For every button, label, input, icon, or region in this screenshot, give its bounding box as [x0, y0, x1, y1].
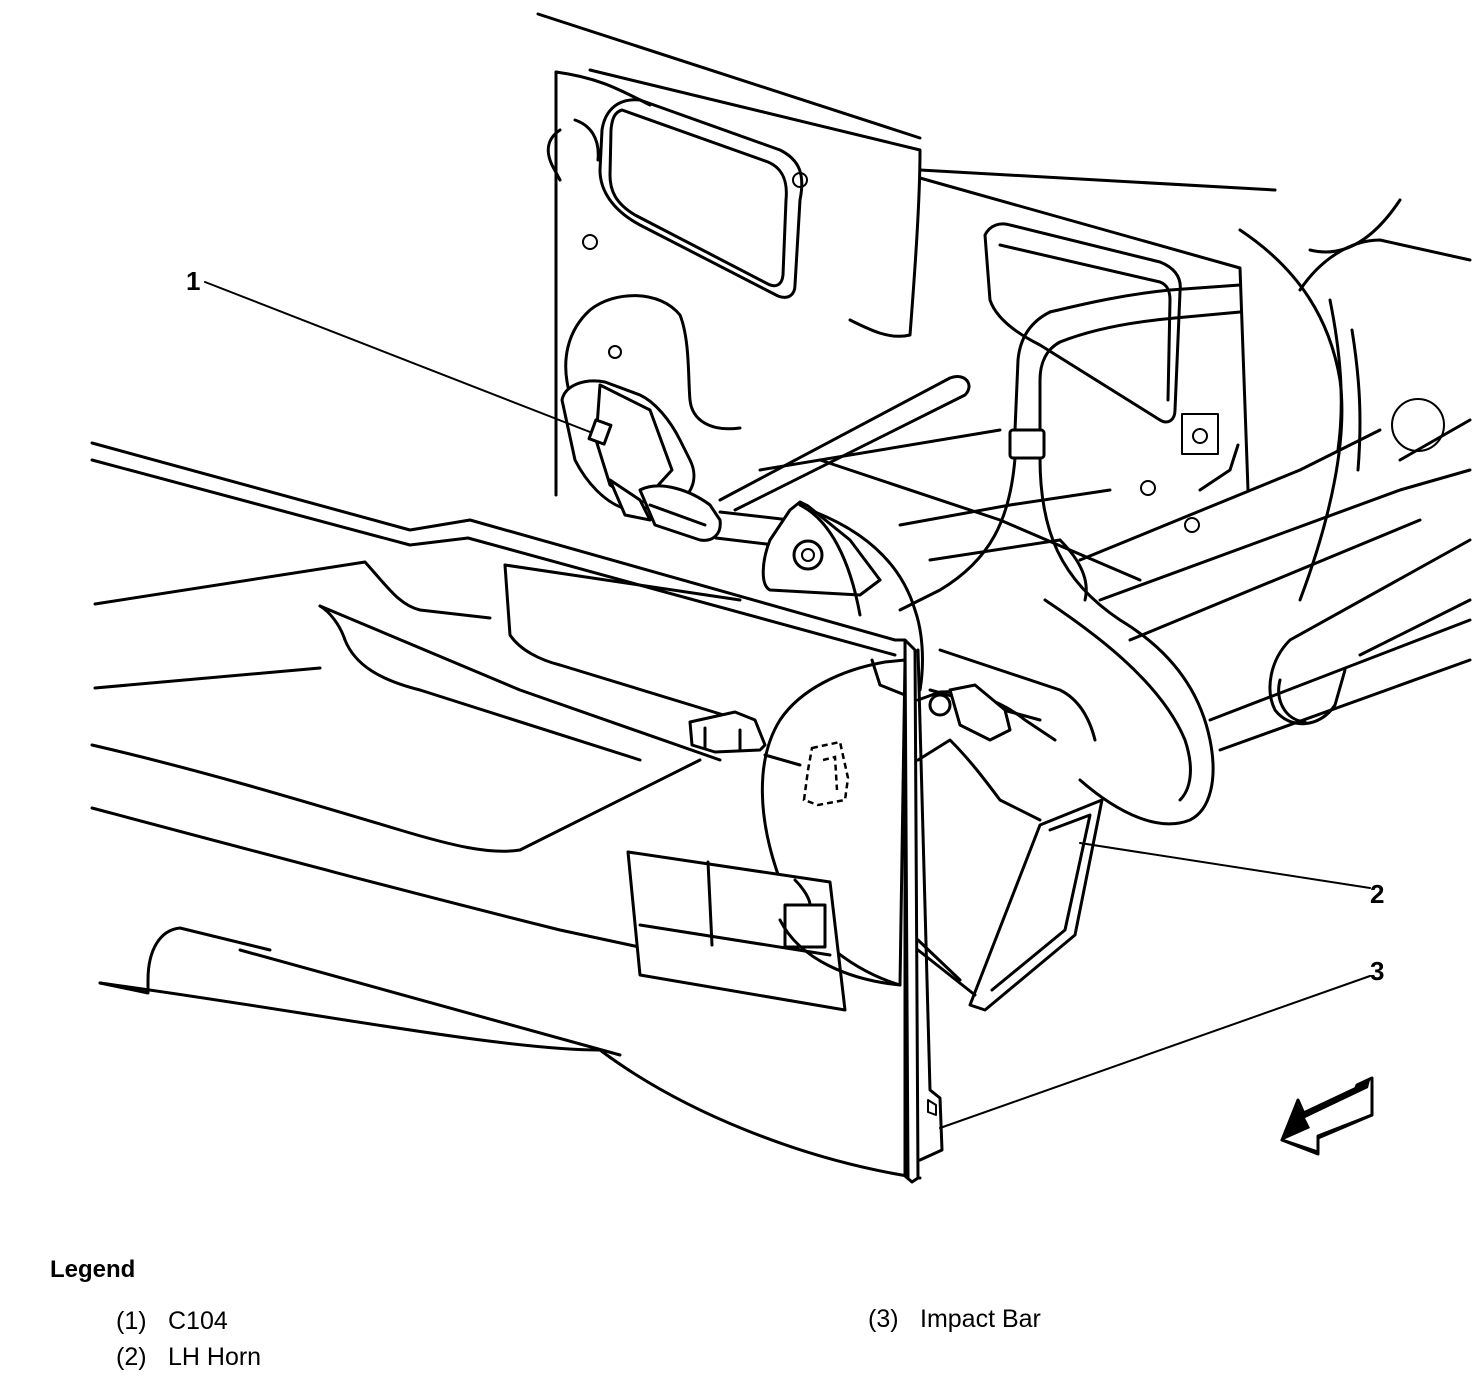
legend-item-number: (1)	[116, 1307, 147, 1335]
leader-line-1	[204, 281, 591, 433]
legend-item-number: (3)	[868, 1305, 899, 1333]
legend-item-number: (2)	[116, 1343, 147, 1371]
front-frame-member	[90, 441, 922, 1180]
wiring-harness	[898, 283, 1242, 826]
legend-item-2: (2) LH Horn	[116, 1343, 261, 1372]
legend-item-1: (1) C104	[116, 1307, 228, 1336]
callout-1: 1	[186, 266, 200, 296]
leader-line-3	[939, 975, 1371, 1129]
forward-direction-arrow-icon	[1280, 1076, 1374, 1156]
callout-3: 3	[1370, 956, 1384, 986]
lower-panel	[626, 850, 902, 1012]
horn-mount-bracket	[761, 500, 924, 692]
connector-c104	[560, 379, 802, 547]
legend-title: Legend	[50, 1256, 136, 1283]
impact-bar	[893, 638, 944, 1184]
diagram-drawing: 1 2 3	[90, 12, 1472, 1184]
callout-2: 2	[1370, 879, 1384, 909]
fender-assembly	[1078, 198, 1472, 752]
legend-item-3: (3) Impact Bar	[868, 1305, 1041, 1334]
legend-item-label: Impact Bar	[920, 1305, 1041, 1333]
leader-lines	[204, 281, 1371, 1129]
legend-item-label: C104	[168, 1307, 228, 1335]
legend-item-label: LH Horn	[168, 1343, 262, 1371]
leader-line-2	[1079, 842, 1371, 889]
radiator-support-panel	[536, 12, 1277, 582]
